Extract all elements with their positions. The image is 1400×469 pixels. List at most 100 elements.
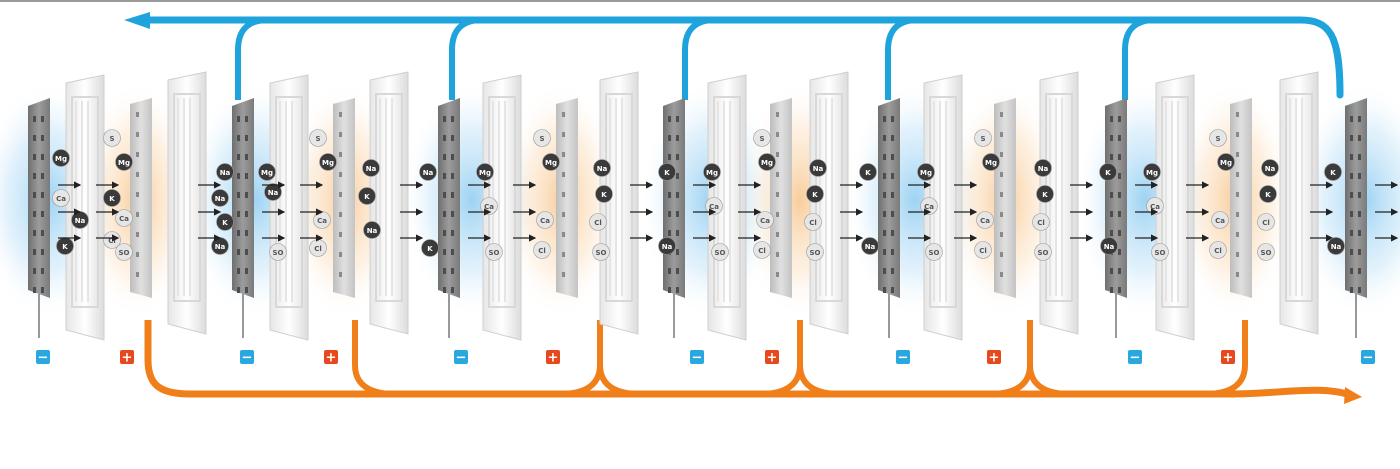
spacer-frame — [1040, 72, 1078, 334]
ion-cl-label: Cl — [314, 245, 322, 253]
electrode-hole — [1358, 154, 1361, 160]
ion-mg-label: Mg — [55, 155, 67, 163]
electrode-hole — [1358, 116, 1361, 122]
membrane-hole — [1236, 112, 1239, 117]
electrode-hole — [451, 268, 454, 274]
membrane-hole — [339, 252, 342, 257]
electrode-hole — [891, 249, 894, 255]
electrode-hole — [237, 135, 240, 141]
electrode-hole — [33, 173, 36, 179]
membrane-face — [130, 98, 152, 298]
electrode-hole — [245, 192, 248, 198]
negative-terminal-badge: − — [1361, 350, 1375, 366]
ion-membrane — [770, 98, 792, 298]
ion-na-label: Na — [268, 189, 279, 197]
membrane-hole — [1000, 152, 1003, 157]
ion-mg-label: Mg — [985, 159, 997, 167]
electrode-hole — [443, 154, 446, 160]
electrode-hole — [1110, 192, 1113, 198]
electrode-face — [1345, 98, 1367, 298]
electrode-hole — [668, 287, 671, 293]
positive-terminal-badge: + — [765, 350, 779, 366]
membrane-hole — [136, 112, 139, 117]
electrode-hole — [237, 287, 240, 293]
ion-cl-label: Cl — [538, 247, 546, 255]
positive-terminal-badge: + — [987, 350, 1001, 366]
electrode-hole — [1118, 173, 1121, 179]
electrode-hole — [237, 211, 240, 217]
electrode-hole — [883, 192, 886, 198]
negative-terminal-badge: − — [240, 350, 254, 366]
electrode-hole — [891, 192, 894, 198]
blue-outlet-arrow — [124, 12, 150, 29]
ion-cl-label: Cl — [594, 219, 602, 227]
ion-so-label: SO — [1155, 249, 1166, 257]
membrane-hole — [562, 232, 565, 237]
negative-terminal-badge-symbol: − — [1130, 351, 1141, 366]
negative-terminal-badge-symbol: − — [38, 351, 49, 366]
electrode-face — [28, 98, 50, 298]
ion-ca-label: Ca — [1150, 203, 1160, 211]
ion-na-label: Na — [865, 243, 876, 251]
membrane-hole — [136, 132, 139, 137]
orange-outlet-arrow — [1344, 387, 1362, 404]
electrode-hole — [891, 173, 894, 179]
electrode-hole — [451, 135, 454, 141]
electrode-hole — [245, 116, 248, 122]
ion-so-label: SO — [1038, 249, 1049, 257]
membrane-hole — [1000, 112, 1003, 117]
orange-riser — [1030, 320, 1070, 394]
ion-ca-label: Ca — [484, 203, 494, 211]
ion-k-label: K — [427, 245, 433, 253]
membrane-hole — [776, 232, 779, 237]
electrode-hole — [1358, 230, 1361, 236]
electrode-hole — [1358, 211, 1361, 217]
negative-terminal-badge: − — [690, 350, 704, 366]
membrane-face — [556, 98, 578, 298]
electrode-hole — [33, 249, 36, 255]
spacer-frame — [1280, 72, 1318, 334]
ion-so-label: SO — [489, 249, 500, 257]
electrode-hole — [1110, 211, 1113, 217]
electrode-hole — [883, 211, 886, 217]
electrode-hole — [1350, 116, 1353, 122]
orange-outlet-pipe — [1230, 390, 1350, 395]
membrane-hole — [562, 152, 565, 157]
electrode-hole — [443, 116, 446, 122]
ion-na-label: Na — [366, 165, 377, 173]
electrode-hole — [1350, 230, 1353, 236]
electrode-hole — [41, 268, 44, 274]
ion-ca-label: Ca — [924, 203, 934, 211]
electrode-hole — [676, 287, 679, 293]
positive-terminal-badge-symbol: + — [989, 351, 1000, 366]
electrode-hole — [883, 268, 886, 274]
electrode-hole — [883, 154, 886, 160]
ion-mg-label: Mg — [1146, 169, 1158, 177]
ion-k-label: K — [109, 195, 115, 203]
electrode-hole — [451, 154, 454, 160]
electrode-hole — [245, 268, 248, 274]
negative-terminal-badge-symbol: − — [456, 351, 467, 366]
electrode-hole — [1350, 287, 1353, 293]
membrane-hole — [136, 172, 139, 177]
positive-terminal-badge: + — [324, 350, 338, 366]
electrode-hole — [443, 287, 446, 293]
electrode-hole — [676, 116, 679, 122]
electrode-hole — [891, 268, 894, 274]
negative-terminal-badge: − — [896, 350, 910, 366]
electrode-hole — [668, 211, 671, 217]
orange-riser — [800, 320, 840, 394]
electrode-hole — [1110, 154, 1113, 160]
ion-k-label: K — [1330, 169, 1336, 177]
electrode-hole — [245, 211, 248, 217]
membrane-hole — [1236, 132, 1239, 137]
electrode-hole — [245, 154, 248, 160]
positive-terminal-badge-symbol: + — [1223, 351, 1234, 366]
ion-cl-label: Cl — [1262, 219, 1270, 227]
membrane-hole — [562, 192, 565, 197]
electrode-hole — [676, 211, 679, 217]
electrode-hole — [883, 249, 886, 255]
electrode-hole — [41, 116, 44, 122]
ion-membrane — [994, 98, 1016, 298]
electrode-hole — [676, 154, 679, 160]
